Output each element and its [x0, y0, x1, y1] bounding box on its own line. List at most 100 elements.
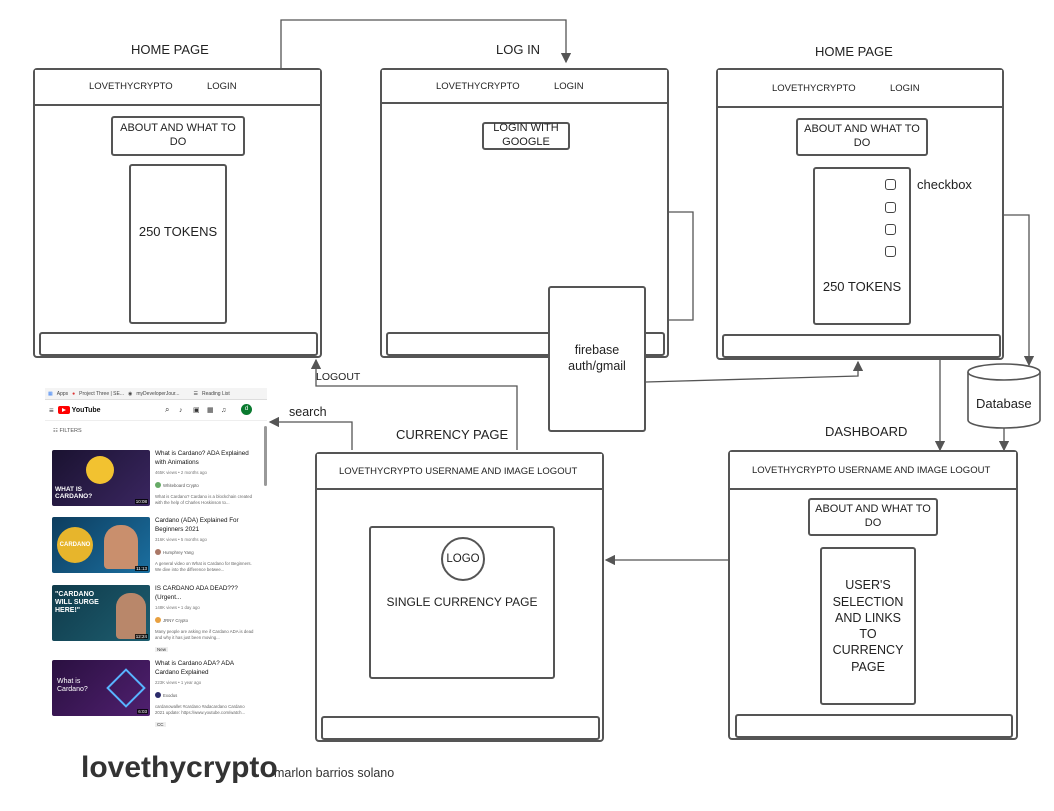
home-login-link[interactable]: LOGIN	[207, 81, 237, 92]
cardano-coin-icon	[86, 456, 114, 484]
thumb-text: WHAT IS CARDANO?	[55, 486, 93, 501]
bookmark-project[interactable]: Project Three | SE...	[79, 390, 125, 397]
home2-login-link[interactable]: LOGIN	[890, 83, 920, 94]
video-item[interactable]: CARDANO 11:13 Cardano (ADA) Explained Fo…	[52, 517, 257, 577]
single-currency-label: SINGLE CURRENCY PAGE	[386, 595, 538, 609]
database-cylinder	[967, 363, 1041, 429]
video-title[interactable]: What is Cardano ADA? ADA Cardano Explain…	[155, 660, 234, 676]
footer-brand: lovethycrypto	[81, 751, 278, 784]
presenter-image	[116, 593, 146, 639]
checkbox-1[interactable]	[885, 179, 896, 190]
diamond-graphic	[106, 668, 146, 708]
video-thumbnail[interactable]: What is Cardano? 6:03	[52, 660, 150, 716]
arrow-home-to-login	[280, 19, 572, 68]
duration: 6:03	[137, 709, 148, 714]
currency-header: LOVETHYCRYPTO USERNAME AND IMAGE LOGOUT	[339, 466, 578, 477]
dashboard-header: LOVETHYCRYPTO USERNAME AND IMAGE LOGOUT	[752, 465, 991, 476]
title-home-page-2: HOME PAGE	[815, 44, 893, 59]
dashboard-navbar: LOVETHYCRYPTO USERNAME AND IMAGE LOGOUT	[730, 452, 1016, 490]
video-description: What is Cardano? Cardano is a blockchain…	[155, 494, 252, 506]
home-navbar: LOVETHYCRYPTO LOGIN	[35, 70, 320, 106]
channel[interactable]: JRNY Crypto	[155, 617, 188, 623]
home2-navbar: LOVETHYCRYPTO LOGIN	[718, 70, 1002, 108]
home-footer	[39, 332, 318, 356]
channel[interactable]: Humphrey Yang	[155, 549, 194, 555]
bookmark-dev[interactable]: myDeveloperJour...	[136, 390, 180, 397]
youtube-header: ≡ YouTube ⌕ ♪ ▣ ▦ ♫ d	[45, 400, 267, 421]
video-meta: 465K views • 2 months ago	[155, 470, 207, 475]
home2-brand: LOVETHYCRYPTO	[772, 83, 856, 94]
database-label: Database	[976, 396, 1032, 411]
checkbox-3[interactable]	[885, 224, 896, 235]
title-log-in: LOG IN	[496, 42, 541, 57]
checkbox-4[interactable]	[885, 246, 896, 257]
bookmark-apps[interactable]: Apps	[56, 390, 69, 397]
search-icon[interactable]: ⌕	[165, 405, 170, 414]
apps-grid-icon[interactable]: ▦	[207, 407, 214, 414]
video-description: cardanowallet #cardano #adacardano Carda…	[155, 704, 246, 716]
channel-avatar	[155, 692, 161, 698]
duration: 11:13	[135, 566, 148, 571]
bell-icon[interactable]: ♫	[221, 406, 227, 414]
menu-icon[interactable]: ≡	[49, 405, 54, 415]
video-description: Many people are asking me if Cardano ADA…	[155, 629, 254, 641]
dashboard-footer	[735, 714, 1013, 738]
apps-icon: ▦	[48, 390, 53, 397]
video-item[interactable]: What is Cardano? 6:03 What is Cardano AD…	[52, 660, 257, 727]
search-label: search	[289, 405, 327, 419]
video-thumbnail[interactable]: CARDANO 11:13	[52, 517, 150, 573]
video-meta: 148K views • 1 day ago	[155, 605, 200, 610]
thumb-text: What is Cardano?	[57, 678, 88, 694]
youtube-play-icon	[57, 406, 70, 414]
browser-bookmarks-bar: ▦ Apps ● Project Three | SE... ◉ myDevel…	[45, 388, 267, 400]
single-currency-box: LOGO SINGLE CURRENCY PAGE	[369, 526, 555, 679]
home2-tokens-box: 250 TOKENS	[813, 167, 911, 325]
video-title[interactable]: IS CARDANO ADA DEAD??? (Urgent...	[155, 585, 238, 601]
currency-navbar: LOVETHYCRYPTO USERNAME AND IMAGE LOGOUT	[317, 454, 602, 490]
home-tokens-box: 250 TOKENS	[129, 164, 227, 324]
title-currency-page: CURRENCY PAGE	[396, 427, 509, 442]
arrow-login-to-firebase	[648, 211, 694, 326]
video-title[interactable]: What is Cardano? ADA Explained with Anim…	[155, 450, 249, 466]
checkbox-2[interactable]	[885, 202, 896, 213]
video-item[interactable]: WHAT IS CARDANO? 10:08 What is Cardano? …	[52, 450, 257, 510]
create-icon[interactable]: ▣	[193, 407, 200, 414]
login-navbar: LOVETHYCRYPTO LOGIN	[382, 70, 667, 104]
home-page-2-wireframe: LOVETHYCRYPTO LOGIN ABOUT AND WHAT TO DO…	[716, 68, 1004, 360]
arrow-currency-logout	[310, 358, 518, 450]
login-with-google-button[interactable]: LOGIN WITH GOOGLE	[482, 122, 570, 150]
currency-page-wireframe: LOVETHYCRYPTO USERNAME AND IMAGE LOGOUT …	[315, 452, 604, 742]
logout-label: LOGOUT	[316, 371, 361, 383]
arrow-home2-to-database	[1003, 214, 1035, 367]
arrow-currency-search	[268, 416, 353, 450]
dashboard-about-box: ABOUT AND WHAT TO DO	[808, 498, 938, 536]
mic-icon[interactable]: ♪	[179, 406, 183, 414]
user-selection-box: USER'S SELECTION AND LINKS TO CURRENCY P…	[820, 547, 916, 705]
youtube-logo[interactable]: YouTube	[57, 406, 101, 414]
login-login-link[interactable]: LOGIN	[554, 81, 584, 92]
avatar[interactable]: d	[241, 404, 252, 415]
github-icon: ◉	[128, 390, 133, 397]
video-item[interactable]: "CARDANO WILL SURGE HERE!" 12:24 IS CARD…	[52, 585, 257, 652]
filters-button[interactable]: ☷ FILTERS	[53, 428, 82, 434]
video-title[interactable]: Cardano (ADA) Explained For Beginners 20…	[155, 517, 239, 533]
currency-logo: LOGO	[441, 537, 485, 581]
thumb-text: CARDANO	[57, 527, 93, 563]
login-brand: LOVETHYCRYPTO	[436, 81, 520, 92]
channel[interactable]: Exodus	[155, 692, 177, 698]
scrollbar[interactable]	[264, 426, 267, 486]
channel-avatar	[155, 617, 161, 623]
video-thumbnail[interactable]: "CARDANO WILL SURGE HERE!" 12:24	[52, 585, 150, 641]
cc-badge: CC	[155, 722, 166, 727]
video-thumbnail[interactable]: WHAT IS CARDANO? 10:08	[52, 450, 150, 506]
title-home-page: HOME PAGE	[131, 42, 209, 57]
duration: 12:24	[134, 634, 148, 639]
channel[interactable]: Whiteboard Crypto	[155, 482, 199, 488]
firebase-auth-box: firebase auth/gmail	[548, 286, 646, 432]
currency-footer	[321, 716, 600, 740]
bookmark-reading-list[interactable]: Reading List	[201, 390, 230, 397]
channel-avatar	[155, 482, 161, 488]
bookmark-icon: ●	[72, 390, 76, 397]
reading-list-icon: ☰	[193, 390, 198, 397]
